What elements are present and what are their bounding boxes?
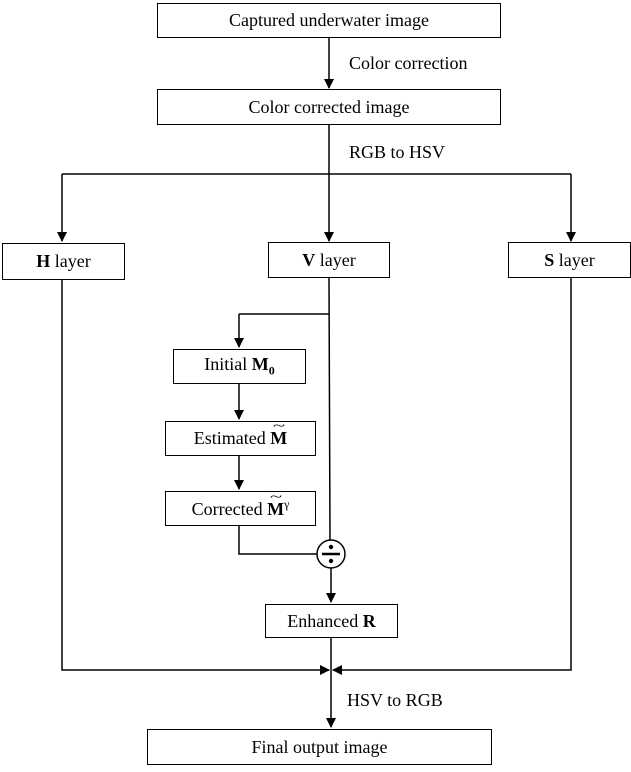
captured-image-label: Captured underwater image bbox=[229, 10, 429, 30]
captured-image-box: Captured underwater image bbox=[157, 3, 501, 38]
final-output-box: Final output image bbox=[147, 729, 492, 765]
s-layer-box: S layer bbox=[508, 242, 631, 278]
final-output-label: Final output image bbox=[251, 736, 388, 757]
corrected-m-gamma-label: Corrected Mγ bbox=[192, 497, 290, 520]
s-layer-label: S layer bbox=[544, 249, 595, 270]
initial-m0-label: Initial M0 bbox=[204, 354, 275, 378]
h-layer-label: H layer bbox=[36, 251, 91, 271]
corrected-to-divide bbox=[238, 526, 317, 555]
corrected-m-gamma-box: Corrected Mγ bbox=[165, 491, 316, 526]
division-operator bbox=[316, 539, 346, 569]
rgb-to-hsv-label: RGB to HSV bbox=[349, 142, 446, 162]
initial-m0-box: Initial M0 bbox=[173, 349, 306, 384]
color-corrected-box: Color corrected image bbox=[157, 89, 501, 125]
v-layer-box: V layer bbox=[268, 242, 390, 278]
v-layer-label: V layer bbox=[302, 249, 356, 270]
enhanced-r-box: Enhanced R bbox=[265, 604, 398, 638]
h-to-merge bbox=[61, 280, 330, 675]
v-line bbox=[328, 277, 331, 541]
h-layer-box: H layer bbox=[2, 243, 125, 280]
hsv-to-rgb-label: HSV to RGB bbox=[347, 690, 443, 710]
color-corrected-label: Color corrected image bbox=[248, 96, 410, 117]
s-to-merge bbox=[332, 278, 572, 675]
estimated-m-box: Estimated M bbox=[165, 421, 316, 456]
enhanced-r-label: Enhanced R bbox=[287, 610, 376, 631]
estimated-m-label: Estimated M bbox=[194, 428, 287, 449]
color-correction-label: Color correction bbox=[349, 53, 468, 73]
